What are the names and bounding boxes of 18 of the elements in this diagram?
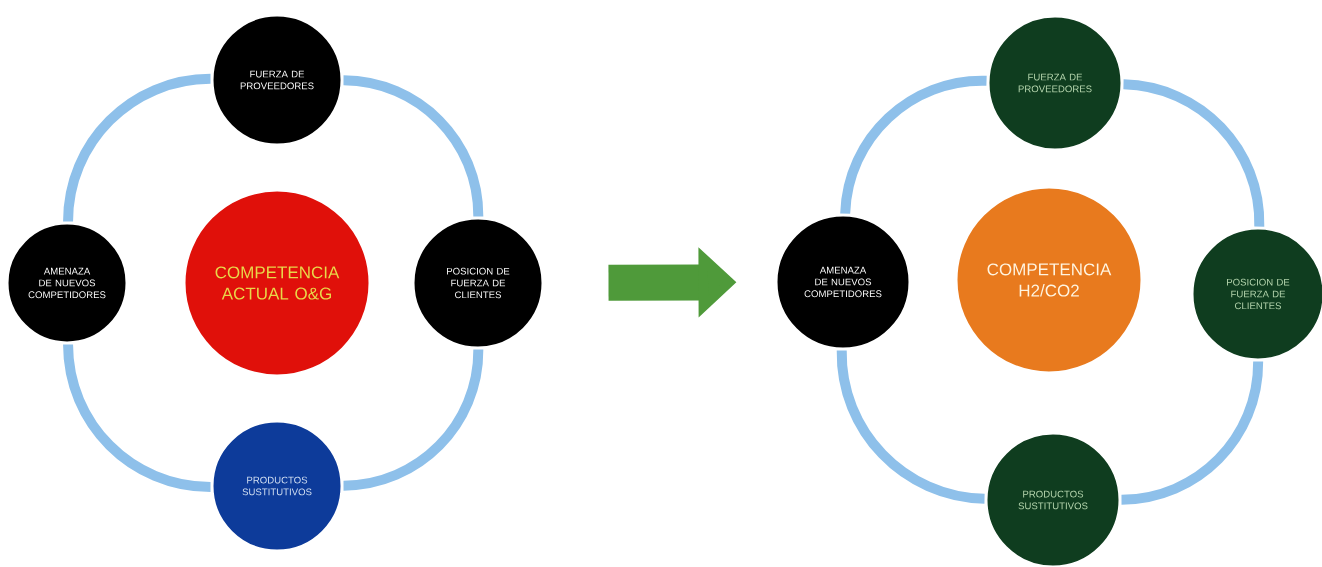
circle-node: PRODUCTOS SUSTITUTIVOS [984,431,1122,567]
circle-node: POSICION DE FUERZA DE CLIENTES [411,216,545,350]
circle-node: POSICION DE FUERZA DE CLIENTES [1190,226,1322,362]
ring-arc [63,73,211,222]
circle-node: FUERZA DE PROVEEDORES [210,13,344,147]
ring-arc [63,344,211,493]
ring-arc [1121,361,1264,505]
ring-arc [836,350,985,504]
ring-arc [840,75,987,214]
circle-node: COMPETENCIA ACTUAL O&G [182,188,372,378]
circle-node: FUERZA DE PROVEEDORES [986,14,1124,152]
circle-node: AMENAZA DE NUEVOS COMPETIDORES [5,221,129,345]
circle-node: COMPETENCIA H2/CO2 [954,185,1144,375]
ring-arc [1123,79,1265,227]
circle-node: PRODUCTOS SUSTITUTIVOS [210,419,344,553]
ring-arc [343,349,484,491]
circle-node: AMENAZA DE NUEVOS COMPETIDORES [774,213,912,351]
ring-arc [343,75,484,217]
